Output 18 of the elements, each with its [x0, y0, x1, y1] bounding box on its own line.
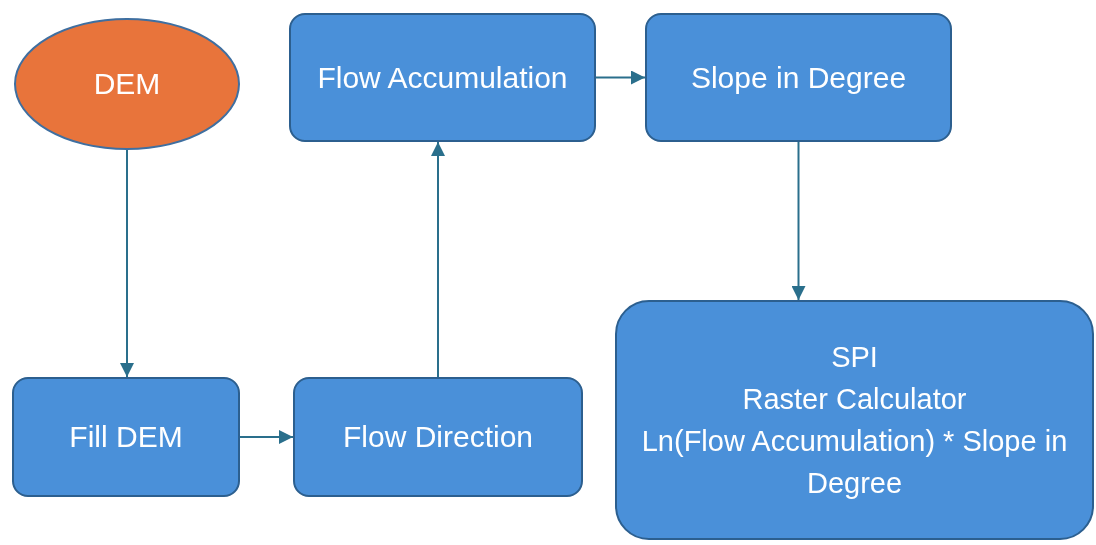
process-box: [293, 377, 583, 497]
process-box: [289, 13, 596, 142]
node-label: Flow Accumulation: [317, 59, 568, 96]
arrow: [120, 149, 134, 378]
node-text: Ln(Flow Accumulation) * Slope in Degree: [640, 424, 1069, 502]
node-label: Fill DEM: [69, 419, 183, 455]
arrow: [791, 141, 806, 301]
node-label: Slope in Degree: [690, 59, 907, 96]
node-label: DEM: [93, 66, 161, 102]
process-box: [12, 377, 240, 497]
node-label: SPI: [831, 339, 878, 375]
process-box: [645, 13, 952, 142]
arrow: [239, 430, 294, 444]
arrow: [595, 70, 646, 85]
node-label: Flow Direction: [342, 419, 534, 455]
result-box: [615, 300, 1094, 540]
arrow: [431, 141, 445, 378]
node-text: Raster Calculator: [742, 381, 967, 417]
